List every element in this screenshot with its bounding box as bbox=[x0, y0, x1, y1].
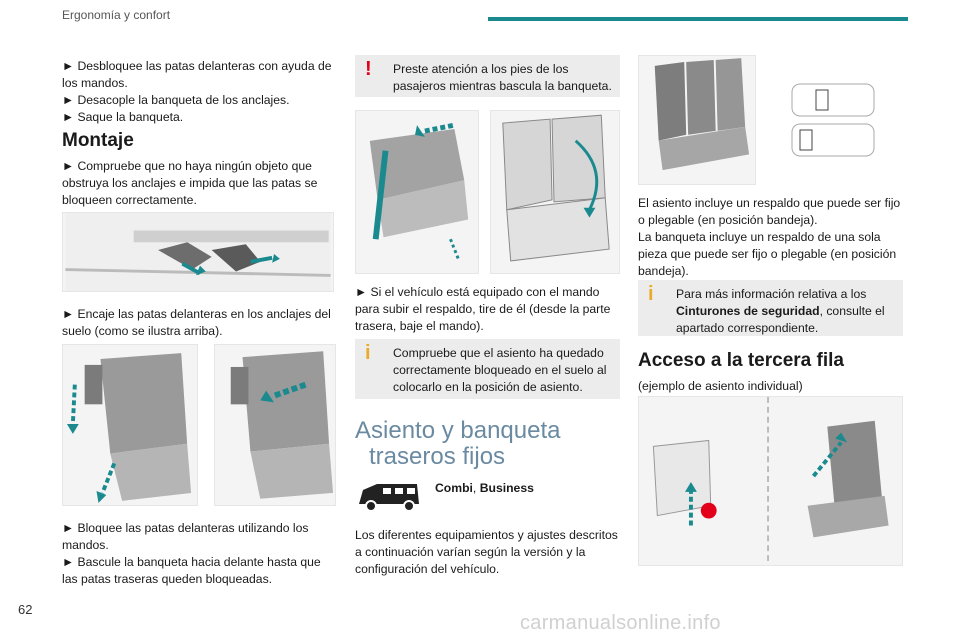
warning-icon: ! bbox=[365, 58, 372, 80]
section-title-line2: traseros fijos bbox=[369, 443, 506, 470]
bullet-detach-bench: ► Desacople la banqueta de los anclajes. bbox=[62, 93, 290, 107]
info-text: Compruebe que el asiento ha quedado corr… bbox=[393, 346, 607, 394]
figure-front-legs-anchors bbox=[62, 212, 334, 292]
description-text: Los diferentes equipamientos y ajustes d… bbox=[355, 528, 618, 576]
bullet-tilt-bench: ► Bascule la banqueta hacia delante hast… bbox=[62, 555, 321, 586]
figure-bench-lock-front bbox=[62, 344, 198, 506]
para-seat-backrest: El asiento incluye un respaldo que puede… bbox=[638, 196, 901, 227]
section-title-fixed-seats: Asiento y banqueta traseros fijos bbox=[355, 418, 561, 470]
info-pre: Para más información relativa a los bbox=[676, 287, 867, 301]
bullet-remove-bench: ► Saque la banqueta. bbox=[62, 110, 184, 124]
figure-bench-tilt-forward bbox=[214, 344, 336, 506]
info-icon: i bbox=[648, 283, 654, 305]
van-icon bbox=[355, 480, 423, 514]
heading-montaje: Montaje bbox=[62, 130, 134, 151]
info-box-seat-locked: i Compruebe que el asiento ha quedado co… bbox=[355, 339, 620, 399]
bullet-raise-backrest: ► Si el vehículo está equipado con el ma… bbox=[355, 285, 611, 333]
info-bold-seatbelts: Cinturones de seguridad bbox=[676, 304, 820, 318]
figure-vehicle-top-views bbox=[788, 80, 878, 160]
versions-label: Combi, Business bbox=[435, 481, 534, 495]
figure-bench-fixed bbox=[638, 55, 756, 185]
info-post: , consulte el apartado correspondiente. bbox=[676, 304, 885, 335]
warning-box: ! Preste atención a los pies de los pasa… bbox=[355, 55, 620, 97]
watermark: carmanualsonline.info bbox=[520, 612, 721, 634]
warning-text: Preste atención a los pies de los pasaje… bbox=[393, 62, 612, 93]
page-number: 62 bbox=[18, 602, 33, 617]
info-icon: i bbox=[365, 342, 371, 364]
bullet-lock-legs: ► Bloquee las patas delanteras utilizand… bbox=[62, 521, 309, 552]
info-box-seatbelts: i Para más información relativa a los Ci… bbox=[638, 280, 903, 336]
header-accent-bar bbox=[488, 17, 908, 21]
section-title-line1: Asiento y banqueta bbox=[355, 417, 561, 444]
section-header-title: Ergonomía y confort bbox=[62, 8, 171, 22]
versions-business: Business bbox=[479, 481, 534, 495]
figure-backrest-raise bbox=[355, 110, 479, 274]
figure-third-row-access bbox=[638, 396, 903, 566]
example-note: (ejemplo de asiento individual) bbox=[638, 379, 803, 393]
figure-bench-rear-view bbox=[490, 110, 620, 274]
versions-combi: Combi bbox=[435, 481, 473, 495]
para-bench-backrest: La banqueta incluye un respaldo de una s… bbox=[638, 230, 897, 278]
heading-third-row: Acceso a la tercera fila bbox=[638, 350, 844, 371]
bullet-unlock-legs: ► Desbloquee las patas delanteras con ay… bbox=[62, 59, 332, 90]
bullet-engage-legs: ► Encaje las patas delanteras en los anc… bbox=[62, 307, 331, 338]
bullet-check-anchors: ► Compruebe que no haya ningún objeto qu… bbox=[62, 159, 318, 207]
